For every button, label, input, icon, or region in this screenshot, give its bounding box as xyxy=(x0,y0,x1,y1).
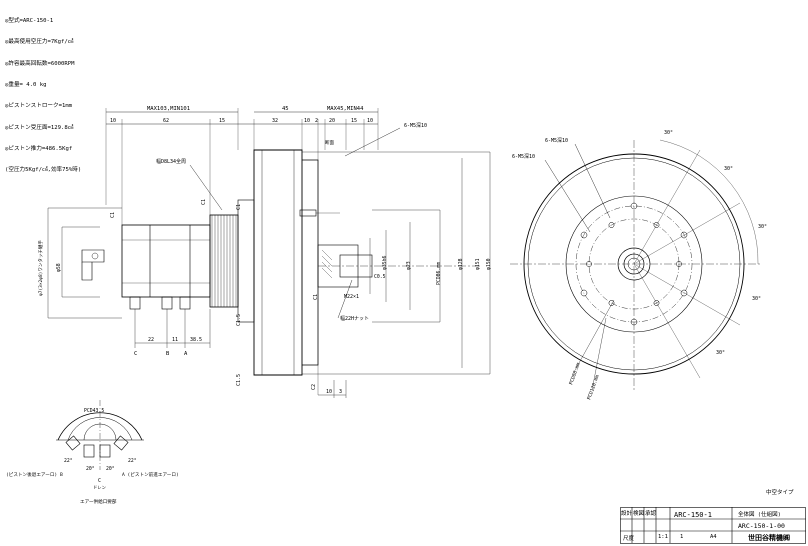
note-width: 幅D8L34全周 xyxy=(156,158,186,165)
dia-23: φ23 xyxy=(406,261,412,270)
dim-45-label: 45 xyxy=(282,106,289,112)
thread-label: M22×1 xyxy=(344,294,359,300)
spec-line: ◎最高使用空圧力=7Kgf/㎠ xyxy=(5,39,74,46)
spec-line: ◎許容最高回転数=6000RPM xyxy=(5,60,75,67)
port-pcd: PCD43.5 xyxy=(84,408,104,414)
dim-11: 11 xyxy=(172,337,178,343)
angle-30-e: 30° xyxy=(716,350,725,356)
front-note-b: 6-M5深10 xyxy=(512,153,535,160)
chamfer-c1-5-a: C1.5 xyxy=(236,314,242,326)
spec-line: (空圧力5Kgf/㎠,効率75%時) xyxy=(5,167,82,174)
spec-block: ◎型式=ARC-150-1 ◎最高使用空圧力=7Kgf/㎠ ◎許容最高回転数=6… xyxy=(5,4,81,181)
tb-company: 世田谷精機㈱ xyxy=(748,534,790,542)
tb-scale: 1:1 xyxy=(658,534,668,540)
tb-header-2: 検図 xyxy=(633,511,645,517)
note-6m5-side: 6-M5深10 xyxy=(404,122,427,129)
front-note-a: 6-M5深10 xyxy=(545,137,568,144)
port-label-b: (ピストン後退エアーロ) B xyxy=(6,471,63,478)
port-letter-b: B xyxy=(166,351,170,357)
spec-line: ◎ピストン推力=486.5Kgf xyxy=(5,145,73,152)
chamfer-c1-b: C1 xyxy=(201,199,207,205)
spec-line: ◎重量= 4.0 kg xyxy=(5,82,47,89)
port-letter-c: C xyxy=(134,351,137,357)
angle-30-d: 30° xyxy=(752,296,761,302)
spec-line: ◎ピストン受圧面=129.8㎠ xyxy=(5,124,74,131)
tb-drawing-kind: 全体図 (仕組図) xyxy=(738,512,781,518)
chamfer-c1-c: C1 xyxy=(236,204,242,210)
tb-size: A4 xyxy=(710,534,717,540)
port-letter-a: A xyxy=(184,351,188,357)
spec-line: ◎型式=ARC-150-1 xyxy=(5,18,54,25)
front-pcd86: PCD86.mm xyxy=(568,362,582,386)
dia-58: φ58 xyxy=(56,263,62,272)
note-nut: 幅22Hナット xyxy=(340,315,369,322)
chamfer-c2: C2 xyxy=(311,384,317,390)
chamfer-c1-5-b: C1.5 xyxy=(236,374,242,386)
chamfer-c1-d: C1 xyxy=(313,294,319,300)
port-angle-22a: 22° xyxy=(64,458,73,464)
chamfer-c1-a: C1 xyxy=(110,212,116,218)
dim-38-5: 38.5 xyxy=(190,337,202,343)
tb-drawing-no: ARC-150-1-00 xyxy=(738,522,785,530)
tb-model: ARC-150-1 xyxy=(674,511,712,519)
tb-header-1: 設計 xyxy=(621,511,633,517)
port-caption: エアー供給口要部 xyxy=(80,498,117,505)
port-label-drain: ドレン xyxy=(93,486,106,491)
port-view: PCD43.5 22° 22° 20° 20° (ピストン後退エアーロ) B C… xyxy=(6,400,179,505)
port-angle-20b: 20° xyxy=(106,466,115,472)
dim-10-bottom: 10 xyxy=(326,389,332,395)
port-label-c: C xyxy=(98,478,101,484)
dim-32: 32 xyxy=(272,118,278,124)
tb-scale-label: 尺度 xyxy=(623,536,635,542)
dim-10c: 10 xyxy=(367,118,373,124)
port-angle-22b: 22° xyxy=(128,458,137,464)
overall-dim-label: MAX103,MIN101 xyxy=(147,106,190,112)
spec-line: ◎ピストンストローク=1mm xyxy=(5,103,73,110)
front-pcd120: PCD120.mm xyxy=(586,374,601,401)
dim-3-bottom: 3 xyxy=(339,389,342,395)
type-label: 中空タイプ xyxy=(766,490,794,496)
dim-62: 62 xyxy=(163,118,169,124)
right-dim-label: MAX45,MIN44 xyxy=(327,106,364,112)
angle-30-b: 30° xyxy=(724,166,733,172)
side-view: MAX103,MIN101 45 MAX45,MIN44 10 62 15 32… xyxy=(37,106,492,398)
dia-pcd86: PCD86.mm xyxy=(436,262,442,285)
dim-15a: 15 xyxy=(219,118,225,124)
dim-10b: 10 xyxy=(304,118,310,124)
chamfer-c0-5: C0.5 xyxy=(374,274,386,280)
port-angle-20a: 20° xyxy=(86,466,95,472)
dim-22: 22 xyxy=(148,337,154,343)
dia-151: φ151 xyxy=(475,258,481,270)
dia-128: φ128 xyxy=(458,258,464,270)
front-view: 30° 30° 30° 30° 30° 6-M5深10 6-M5深10 PCD8… xyxy=(510,130,767,401)
dim-10a: 10 xyxy=(110,118,116,124)
tb-header-3: 承認 xyxy=(645,511,657,517)
dia-150: φ150 xyxy=(486,258,492,270)
dim-15b: 15 xyxy=(351,118,357,124)
tb-qty: 1 xyxy=(680,534,684,540)
title-block: 設計 検図 承認 ARC-150-1 全体図 (仕組図) ARC-150-1-0… xyxy=(620,497,806,544)
dim-20: 20 xyxy=(329,118,335,124)
angle-30-c: 30° xyxy=(758,224,767,230)
dim-2: 2 xyxy=(315,118,318,124)
angle-30-a: 30° xyxy=(664,130,673,136)
note-sect: 断面 xyxy=(325,139,334,146)
dia-35h6: φ35h6 xyxy=(382,255,388,270)
note-connector: φ7(3×2φ8)ワンタッチ継手 xyxy=(37,240,44,296)
port-label-a: A (ピストン前進エアーロ) xyxy=(122,471,179,478)
